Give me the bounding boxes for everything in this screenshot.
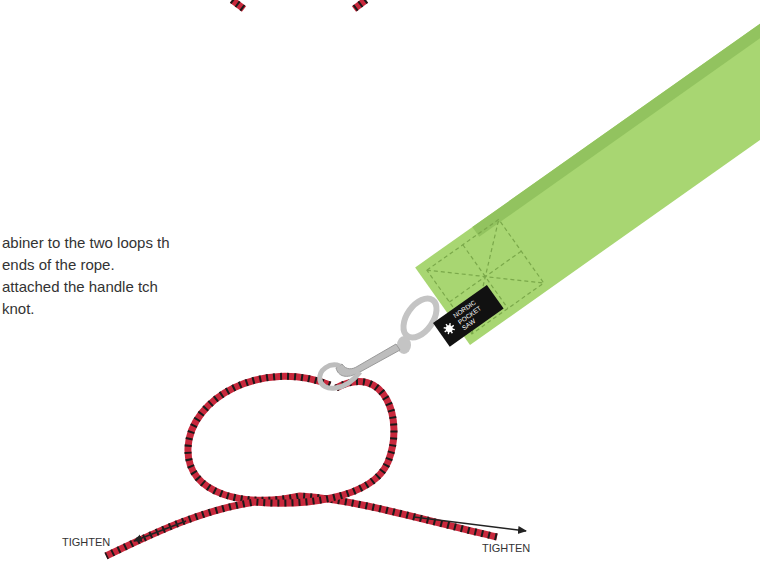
tighten-label: TIGHTEN bbox=[482, 541, 530, 555]
tighten-arrow bbox=[414, 517, 526, 531]
rope bbox=[106, 376, 497, 556]
instruction-text: abiner to the two loops th ends of the r… bbox=[2, 232, 174, 320]
saw-logo bbox=[441, 320, 458, 337]
strap bbox=[415, 0, 760, 345]
tighten-label: TIGHTEN bbox=[62, 535, 110, 549]
rope-fragment bbox=[232, 0, 366, 9]
snap-hook bbox=[320, 293, 443, 389]
tighten-arrow bbox=[134, 521, 186, 541]
